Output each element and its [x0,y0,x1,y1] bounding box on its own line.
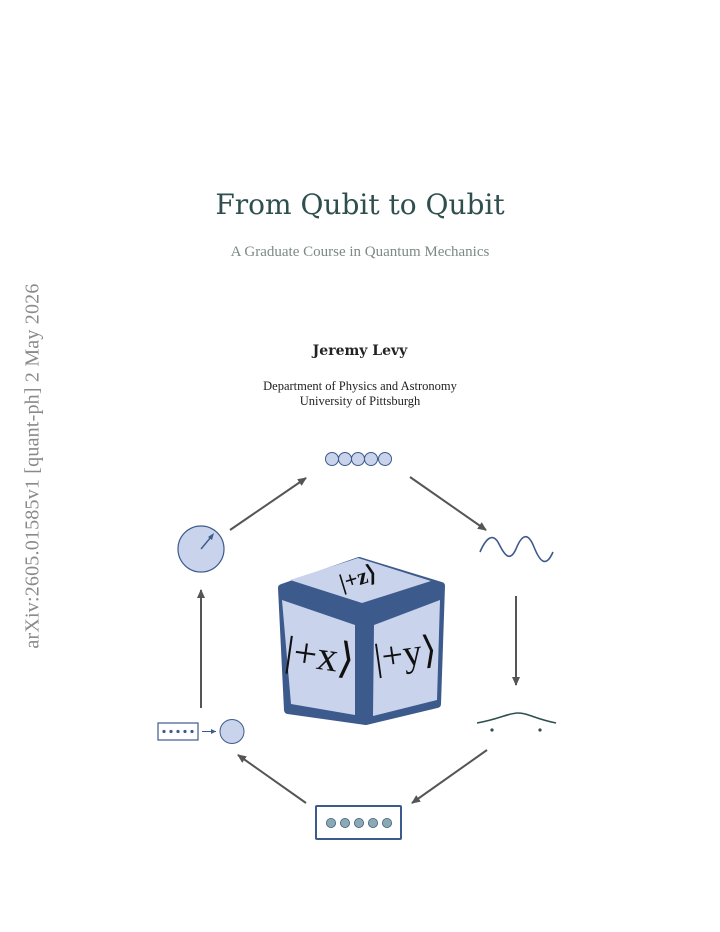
qubit-chain-icon [325,452,392,466]
department-line: Department of Physics and Astronomy [263,379,457,393]
cube-left-label: |+x⟩ [282,629,357,684]
cube-top-face [290,558,431,603]
author-name: Jeremy Levy [312,343,408,359]
encoder-icon [157,719,245,744]
cube-right-face [373,600,440,716]
gauge-icon [177,525,225,573]
spin-cube: |+z⟩ |+x⟩ |+y⟩ [278,557,445,725]
cube-right-label: |+y⟩ [371,629,439,679]
cube-left-face [282,600,355,715]
wave-icon [479,535,554,563]
author-affiliation: Department of Physics and Astronomy Univ… [0,379,720,409]
page-subtitle: A Graduate Course in Quantum Mechanics [230,244,490,260]
register-icon [315,805,402,840]
cycle-arrows [197,476,520,804]
page-title: From Qubit to Qubit [215,188,505,221]
university-line: University of Pittsburgh [299,394,421,408]
potential-well-icon [476,712,557,732]
